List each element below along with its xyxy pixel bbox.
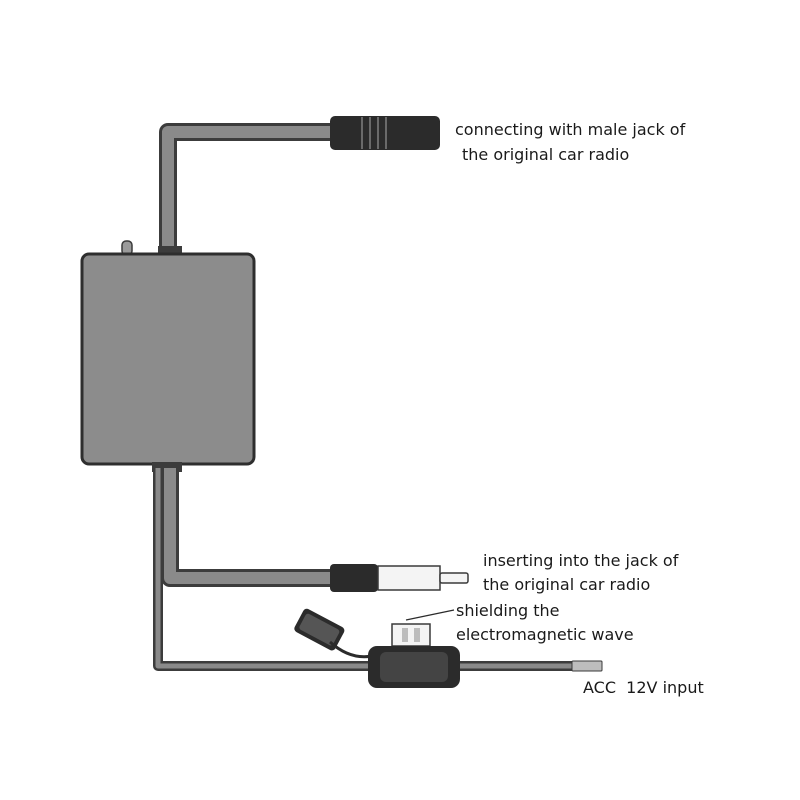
acc-input-label: ACC 12V input <box>583 678 704 697</box>
power-cable <box>153 468 370 671</box>
acc-wire <box>460 660 603 672</box>
fuse-holder <box>294 608 460 688</box>
male-jack-label-line-2: the original car radio <box>462 145 629 164</box>
radio-jack-label-line-2: the original car radio <box>483 575 650 594</box>
shielding-label-line-1: shielding the <box>456 601 559 620</box>
antenna-plug <box>330 564 469 592</box>
adapter-box <box>80 252 256 466</box>
top-cable <box>159 123 335 250</box>
male-jack-label-line-1: connecting with male jack of <box>455 120 686 139</box>
shielding-leader-line <box>405 609 455 621</box>
antenna-cable <box>161 468 335 587</box>
male-jack-connector <box>330 116 440 150</box>
bottom-strain-relief <box>152 462 182 472</box>
radio-jack-label-line-1: inserting into the jack of <box>483 551 679 570</box>
shielding-label-line-2: electromagnetic wave <box>456 625 634 644</box>
